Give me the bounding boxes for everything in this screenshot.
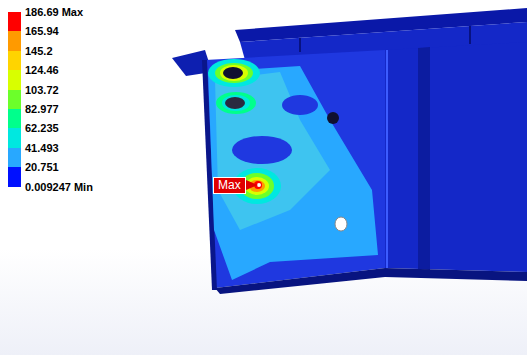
legend-swatch	[8, 12, 21, 31]
legend-swatch	[8, 148, 21, 167]
legend-value: 124.46	[25, 64, 59, 77]
legend-swatch	[8, 90, 21, 109]
legend-value: 145.2	[25, 45, 53, 58]
legend-value: 103.72	[25, 84, 59, 97]
legend-swatch	[8, 109, 21, 128]
legend-value: 20.751	[25, 161, 59, 174]
max-callout: Max	[213, 177, 246, 194]
legend-value: 0.009247 Min	[25, 181, 93, 194]
legend-swatch	[8, 167, 21, 186]
legend-swatch	[8, 128, 21, 147]
legend-swatch	[8, 51, 21, 70]
legend-value: 82.977	[25, 103, 59, 116]
legend-swatch	[8, 31, 21, 50]
legend-value: 62.235	[25, 122, 59, 135]
legend-value: 165.94	[25, 25, 59, 38]
legend-value: 186.69 Max	[25, 6, 83, 19]
color-legend: 186.69 Max 165.94 145.2 124.46 103.72 82.977 6…	[0, 0, 200, 215]
legend-swatch	[8, 70, 21, 89]
legend-value: 41.493	[25, 142, 59, 155]
callout-text: Max	[218, 179, 241, 192]
